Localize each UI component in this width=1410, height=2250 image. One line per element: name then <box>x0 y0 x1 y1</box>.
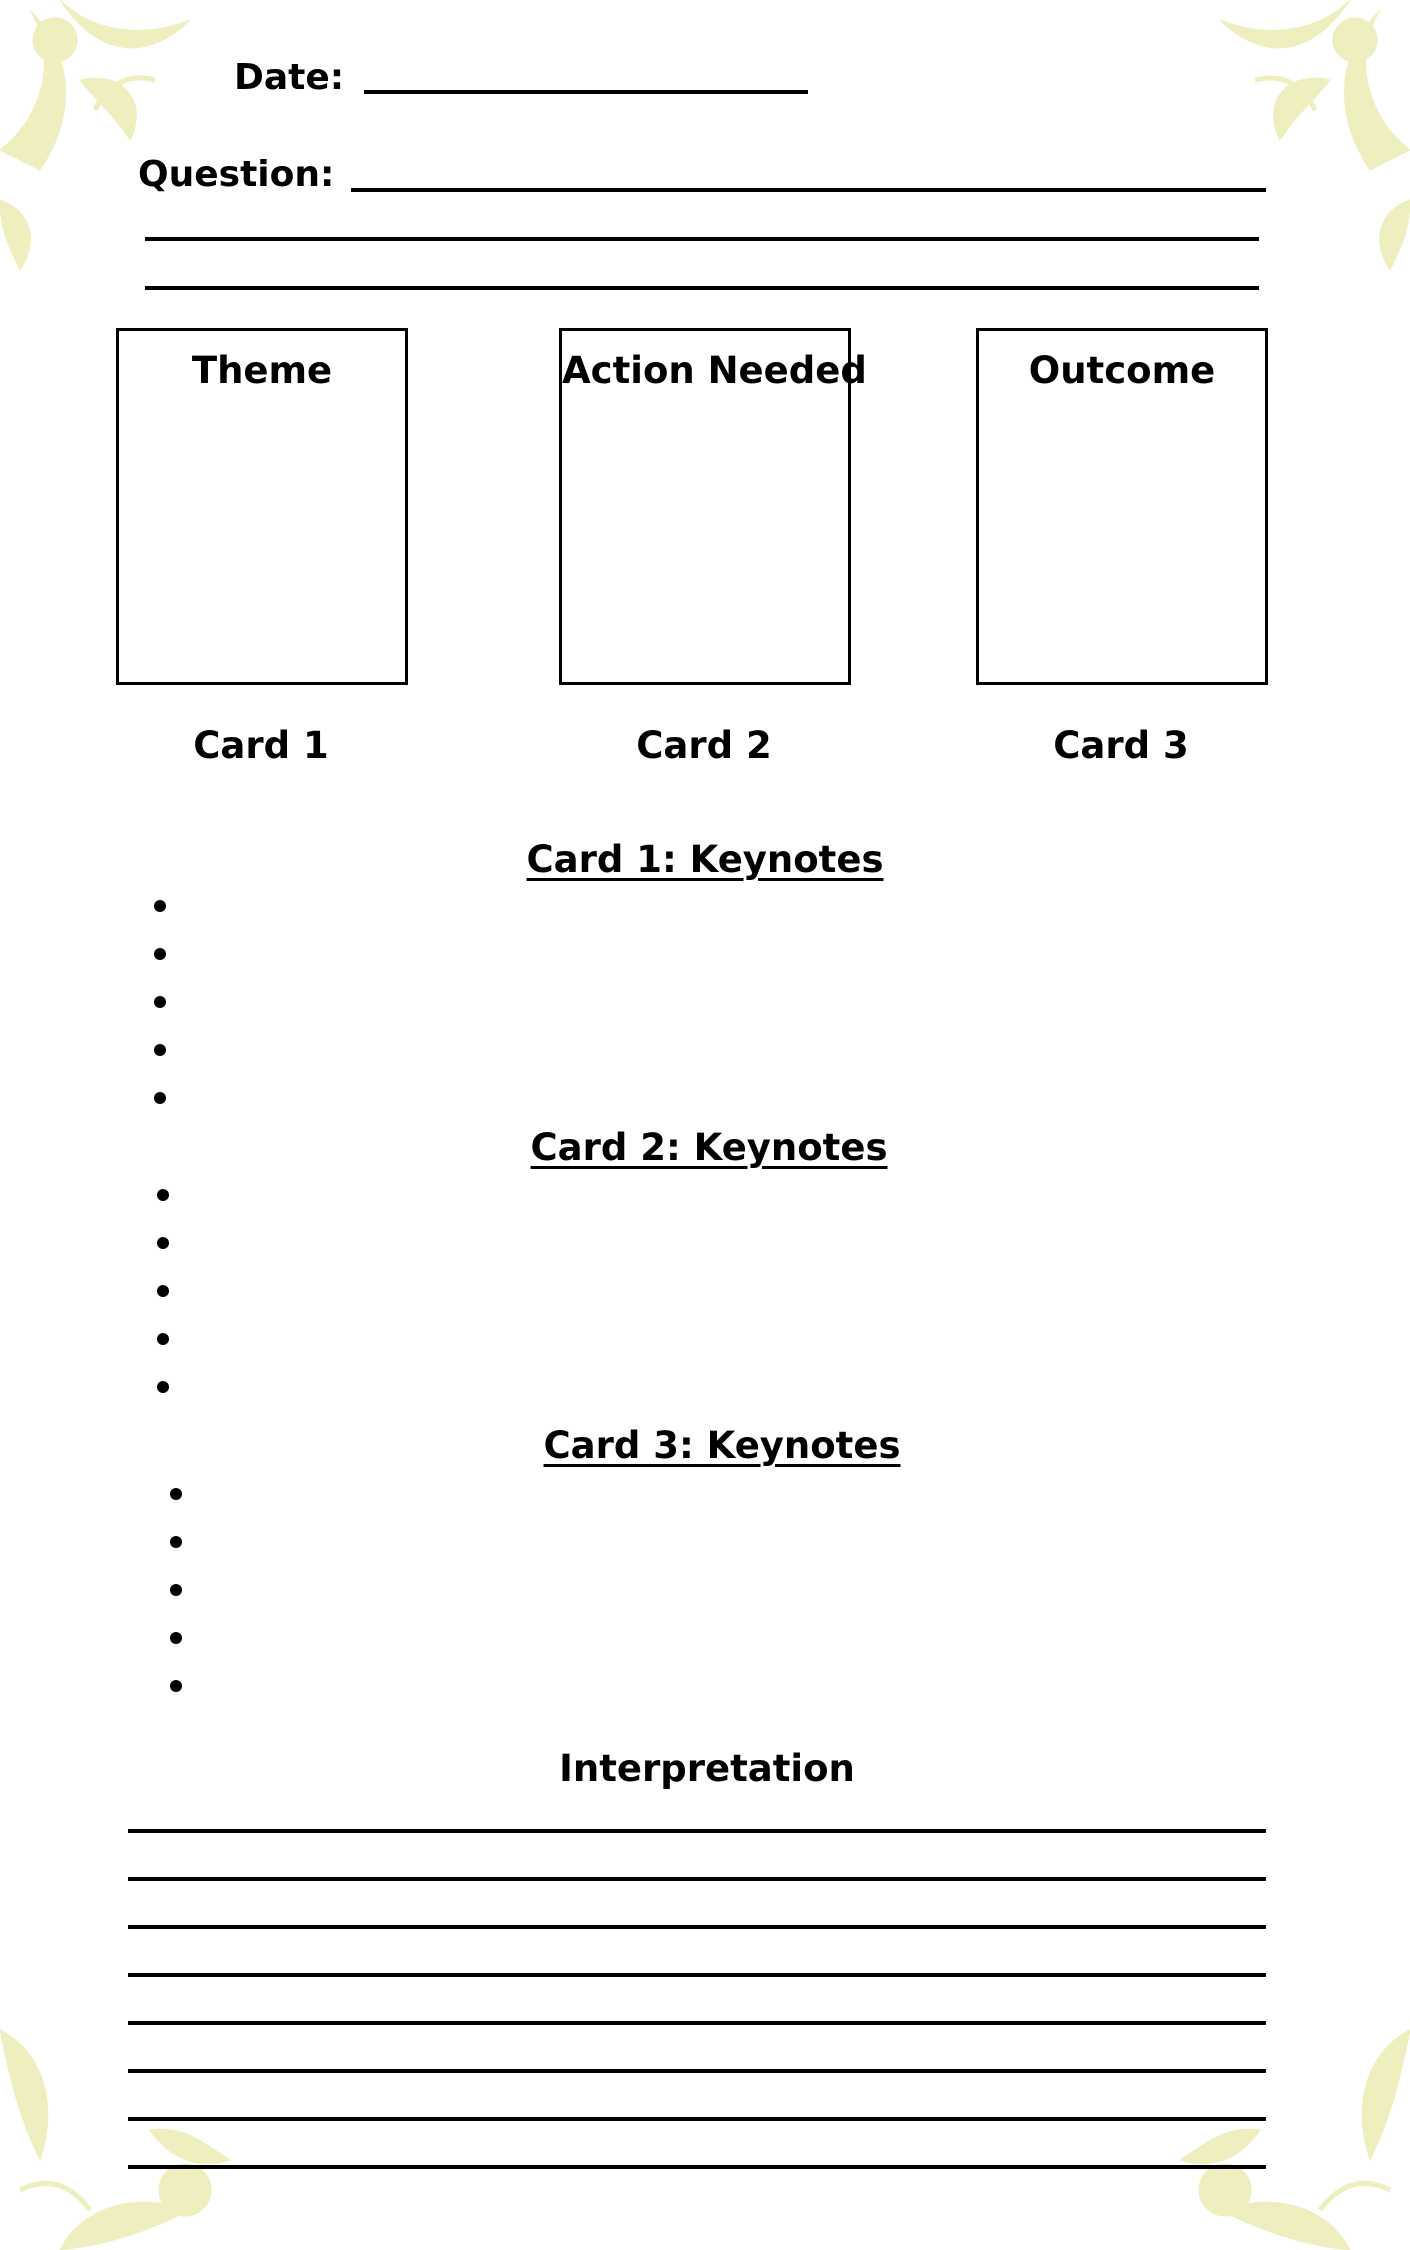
floral-ornament-bottom-left-icon <box>0 2029 232 2250</box>
card-2-keynote-bullet <box>157 1285 169 1297</box>
card-3-keynote-bullet <box>170 1584 182 1596</box>
card-3-box[interactable]: Outcome <box>976 328 1268 685</box>
card-1-keynote-bullet <box>154 900 166 912</box>
card-1-keynote-bullet <box>154 948 166 960</box>
card-2-keynote-bullet <box>157 1189 169 1201</box>
card-1-caption: Card 1 <box>193 724 329 767</box>
card-2-box[interactable]: Action Needed <box>559 328 867 685</box>
question-field-line-2[interactable] <box>145 237 1259 241</box>
card-1-keynote-bullet <box>154 1092 166 1104</box>
card-3-keynotes-heading: Card 3: Keynotes <box>543 1424 901 1467</box>
card-3-keynote-bullet <box>170 1680 182 1692</box>
interpretation-line[interactable] <box>128 2165 1266 2169</box>
interpretation-line[interactable] <box>128 2021 1266 2025</box>
interpretation-line[interactable] <box>128 1973 1266 1977</box>
card-1-keynote-bullet <box>154 1044 166 1056</box>
card-3-keynote-bullet <box>170 1488 182 1500</box>
card-2-title: Action Needed <box>562 349 867 392</box>
question-field-line-1[interactable] <box>351 188 1266 192</box>
question-label: Question: <box>138 154 335 195</box>
floral-ornament-bottom-right-icon <box>1178 2029 1410 2250</box>
card-2-caption: Card 2 <box>636 724 772 767</box>
date-field-line[interactable] <box>364 90 808 94</box>
interpretation-line[interactable] <box>128 1925 1266 1929</box>
card-1-keynote-bullet <box>154 996 166 1008</box>
interpretation-line[interactable] <box>128 1829 1266 1833</box>
card-2-keynote-bullet <box>157 1333 169 1345</box>
card-2-keynote-bullet <box>157 1237 169 1249</box>
card-1-keynotes-heading: Card 1: Keynotes <box>526 838 884 881</box>
card-3-caption: Card 3 <box>1053 724 1189 767</box>
card-3-keynote-bullet <box>170 1536 182 1548</box>
card-3-keynote-bullet <box>170 1632 182 1644</box>
interpretation-heading: Interpretation <box>559 1747 855 1790</box>
card-2-keynote-bullet <box>157 1381 169 1393</box>
question-field-line-3[interactable] <box>145 286 1259 290</box>
interpretation-line[interactable] <box>128 2117 1266 2121</box>
card-3-title: Outcome <box>1028 349 1216 392</box>
card-1-title: Theme <box>191 349 333 392</box>
interpretation-line[interactable] <box>128 2069 1266 2073</box>
card-1-box[interactable]: Theme <box>116 328 408 685</box>
interpretation-line[interactable] <box>128 1877 1266 1881</box>
card-2-keynotes-heading: Card 2: Keynotes <box>530 1126 888 1169</box>
date-label: Date: <box>234 57 345 98</box>
